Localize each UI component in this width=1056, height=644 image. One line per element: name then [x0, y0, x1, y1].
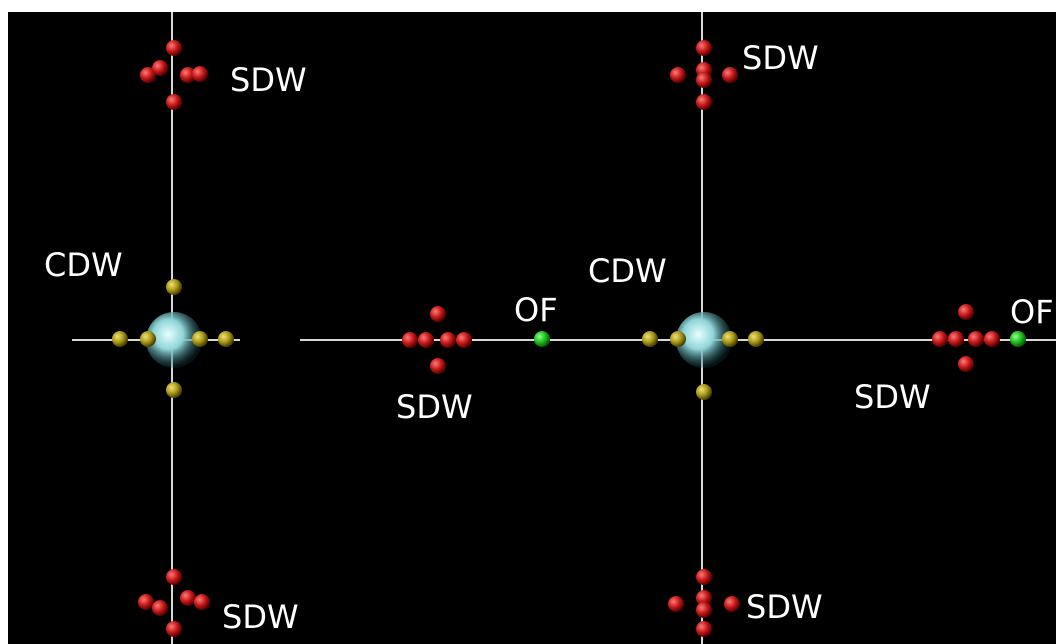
cdw-atom: [722, 331, 738, 347]
sdw-atom: [180, 590, 196, 606]
sdw-atom: [958, 356, 974, 372]
sdw-atom: [968, 331, 984, 347]
sdw-atom: [696, 94, 712, 110]
sdw-atom: [180, 67, 196, 83]
sdw-atom: [418, 332, 434, 348]
sdw-atom: [140, 67, 156, 83]
label-sdw-bottom-right: SDW: [746, 588, 823, 626]
sdw-atom: [166, 94, 182, 110]
sdw-atom: [152, 600, 168, 616]
sdw-atom: [192, 66, 208, 82]
cdw-atom: [192, 331, 208, 347]
sdw-atom: [696, 72, 712, 88]
sdw-atom: [402, 332, 418, 348]
sdw-atom: [670, 67, 686, 83]
cdw-atom: [166, 382, 182, 398]
sdw-atom: [948, 331, 964, 347]
reciprocal-space-diagram: SDW SDW CDW CDW OF OF SDW SDW SDW SDW: [44, 12, 1056, 644]
cdw-atom: [670, 331, 686, 347]
cdw-atom: [166, 279, 182, 295]
sdw-atom: [696, 602, 712, 618]
sdw-atom: [166, 40, 182, 56]
label-sdw-top-right: SDW: [742, 39, 819, 77]
sdw-atom: [194, 594, 210, 610]
sdw-atom: [430, 358, 446, 374]
label-cdw-right: CDW: [588, 252, 667, 290]
sdw-atom: [696, 590, 712, 606]
sdw-atom: [724, 596, 740, 612]
cdw-core-right: [676, 312, 732, 368]
sdw-atom: [696, 40, 712, 56]
sdw-atom: [984, 331, 1000, 347]
sdw-cluster-bottom-right: [668, 569, 740, 637]
label-sdw-bottom-left: SDW: [222, 598, 299, 636]
sdw-atom: [696, 621, 712, 637]
sdw-cluster-top-right: [670, 40, 738, 110]
sdw-atom: [166, 569, 182, 585]
cdw-atom: [218, 331, 234, 347]
label-of-right: OF: [1010, 293, 1054, 331]
sdw-atom: [932, 331, 948, 347]
sdw-atom: [958, 304, 974, 320]
cdw-cluster-right: [642, 312, 764, 400]
sdw-atom: [138, 594, 154, 610]
sdw-cluster-top-left: [140, 40, 208, 110]
sdw-cluster-middle-right: [932, 304, 1000, 372]
sdw-cluster-bottom-left: [138, 569, 210, 637]
sdw-atom: [440, 332, 456, 348]
cdw-core-left: [146, 312, 202, 368]
axis-lines: [72, 12, 1056, 644]
cdw-atom: [642, 331, 658, 347]
sdw-atom: [456, 332, 472, 348]
sdw-atom: [668, 596, 684, 612]
sdw-atom: [152, 60, 168, 76]
label-sdw-mid-right: SDW: [854, 378, 931, 416]
of-atom-middle: [534, 331, 550, 347]
cdw-cluster-left: [112, 279, 234, 398]
cdw-atom: [140, 331, 156, 347]
cdw-atom: [748, 331, 764, 347]
cdw-atom: [112, 331, 128, 347]
sdw-atom: [430, 306, 446, 322]
label-cdw-left: CDW: [44, 246, 123, 284]
sdw-cluster-middle-left: [402, 306, 472, 374]
sdw-atom: [722, 67, 738, 83]
cdw-atom: [696, 384, 712, 400]
label-sdw-top-left: SDW: [230, 61, 307, 99]
diagram-canvas: SDW SDW CDW CDW OF OF SDW SDW SDW SDW: [8, 12, 1056, 644]
label-sdw-mid-left: SDW: [396, 388, 473, 426]
sdw-atom: [696, 569, 712, 585]
of-atom-right: [1010, 331, 1026, 347]
label-of-middle: OF: [514, 291, 558, 329]
sdw-atom: [166, 621, 182, 637]
